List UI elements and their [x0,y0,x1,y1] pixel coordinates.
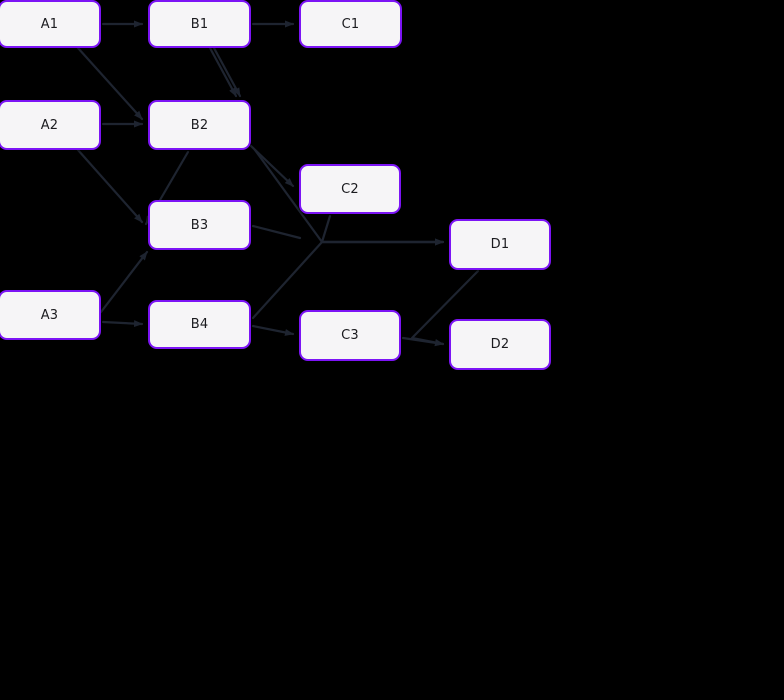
node-d1[interactable]: D1 [449,219,551,270]
node-label: A1 [40,16,59,32]
edge-b3-to-junction [251,224,302,240]
node-label: A3 [40,307,59,323]
node-d2[interactable]: D2 [449,319,551,370]
edge-b1-to-b2 [208,46,238,98]
edges-group [76,20,480,347]
node-label: C2 [341,181,359,197]
node-b2[interactable]: B2 [148,100,251,150]
node-label: D2 [490,337,510,352]
node-a1[interactable]: A1 [0,0,101,48]
node-label: B4 [190,317,209,332]
node-label: B2 [190,117,209,133]
node-c1[interactable]: C1 [299,0,402,48]
edge-a3-to-b4 [101,320,144,328]
edge-a1-to-b2 [76,46,144,121]
edge-d1-to-d2 [410,269,480,346]
node-label: A2 [40,117,59,133]
node-label: C1 [341,16,360,32]
edge-b4-to-d1 [251,238,445,320]
node-a2[interactable]: A2 [0,100,101,150]
node-c2[interactable]: C2 [299,164,401,214]
node-label: C3 [341,328,359,343]
edge-c2-to-d1 [320,214,445,246]
edge-b4-to-c3 [251,324,295,336]
node-b1[interactable]: B1 [148,0,251,48]
node-b4[interactable]: B4 [148,300,251,349]
edge-b1-to-b2 [212,46,242,98]
node-a3[interactable]: A3 [0,290,101,340]
node-label: B3 [190,217,209,233]
edge-a2-to-b3 [76,148,144,224]
edge-a3-to-b3 [99,250,149,314]
node-label: B1 [190,16,209,32]
node-label: D1 [490,237,510,252]
node-b3[interactable]: B3 [148,200,251,250]
node-c3[interactable]: C3 [299,310,401,361]
